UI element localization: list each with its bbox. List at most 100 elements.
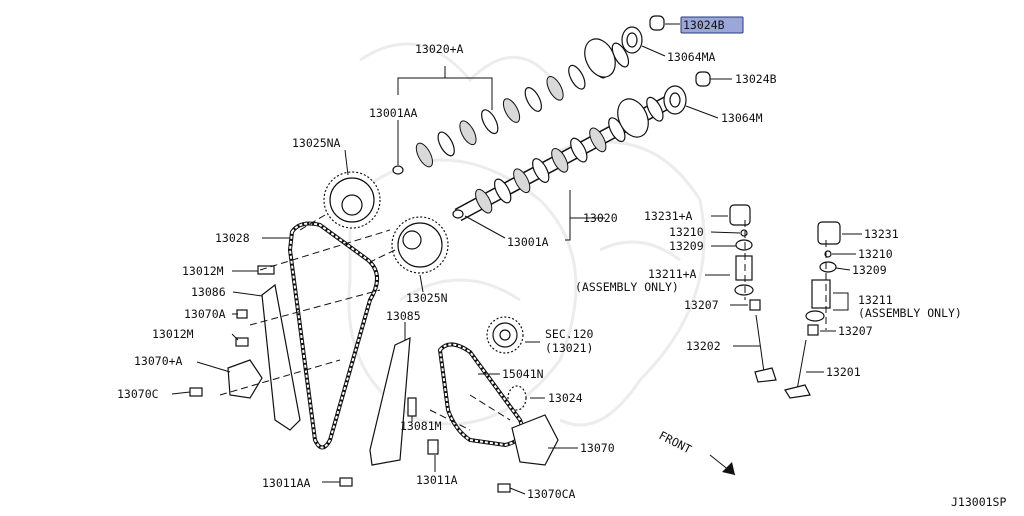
label-assembly-only-right: (ASSEMBLY ONLY) [858, 306, 962, 320]
cam-plug-13024B-top[interactable] [649, 15, 665, 31]
label-13210-left[interactable]: 13210 [669, 225, 704, 239]
label-13086[interactable]: 13086 [191, 285, 226, 299]
cam-upper-lobe [415, 142, 433, 168]
crank-sprocket-sec120[interactable] [486, 316, 524, 354]
cam-lower-lobe [513, 168, 531, 194]
label-13081M[interactable]: 13081M [400, 419, 442, 433]
alignment-lines [219, 214, 827, 431]
cam-upper-lobe [524, 87, 542, 112]
label-13207-right[interactable]: 13207 [838, 324, 873, 338]
highlight-13024B [680, 16, 744, 34]
label-assembly-only-left: (ASSEMBLY ONLY) [575, 280, 679, 294]
chain-guide-13085[interactable] [369, 337, 411, 466]
cam-plug-13024B[interactable] [695, 71, 711, 87]
front-label: FRONT [657, 428, 694, 456]
label-13211A[interactable]: 13211+A [648, 267, 697, 281]
cam-upper-lobe [568, 64, 586, 90]
front-arrow-icon [709, 454, 736, 476]
bolt-13070CA[interactable] [497, 483, 511, 493]
label-13231A[interactable]: 13231+A [644, 209, 693, 223]
valve-lifter-13231A[interactable] [729, 204, 751, 226]
signal-plate-13064M[interactable] [663, 85, 687, 115]
label-13085[interactable]: 13085 [386, 309, 421, 323]
label-13209-left[interactable]: 13209 [669, 239, 704, 253]
label-13207-left[interactable]: 13207 [684, 298, 719, 312]
bolt-13011AA[interactable] [339, 477, 353, 487]
spring-seat-13209-left[interactable] [735, 239, 753, 251]
cam-upper-lobe [437, 131, 455, 157]
cam-lower-lobe [551, 147, 569, 173]
label-13064M[interactable]: 13064M [721, 111, 763, 125]
label-13001AA[interactable]: 13001AA [369, 106, 418, 120]
camshaft-lower[interactable] [452, 93, 676, 222]
valve-seat-ring-left[interactable] [734, 284, 754, 296]
label-sec120[interactable]: SEC.120 [545, 327, 594, 341]
label-13020[interactable]: 13020 [583, 211, 618, 225]
chain-tensioner-13070[interactable] [511, 414, 559, 466]
label-13011AA[interactable]: 13011AA [262, 476, 311, 490]
valve-seal-13207-left[interactable] [749, 299, 761, 311]
cam-lower-lobe [570, 137, 588, 163]
valve-lifter-13231[interactable] [817, 221, 841, 245]
valve-spring-13211A[interactable] [735, 255, 753, 281]
chain-tensioner-13070A[interactable] [227, 359, 263, 399]
valve-13201[interactable] [784, 339, 811, 399]
cam-lower-lobe [532, 158, 550, 183]
bolt-13070C[interactable] [189, 387, 203, 397]
label-13001A[interactable]: 13001A [507, 235, 549, 249]
label-13020A[interactable]: 13020+A [415, 42, 464, 56]
slack-guide-13081M[interactable] [407, 397, 417, 417]
bolt-13012M-top[interactable] [257, 265, 275, 275]
label-13070CA[interactable]: 13070CA [527, 487, 576, 501]
label-13011A[interactable]: 13011A [416, 473, 458, 487]
valve-13202[interactable] [754, 314, 777, 383]
label-13209-right[interactable]: 13209 [852, 263, 887, 277]
cam-lower-lobe [494, 178, 512, 204]
cam-lower-lobe [589, 127, 607, 153]
cam-sprocket-13025NA[interactable] [323, 171, 381, 229]
valve-spring-13211[interactable] [811, 279, 831, 309]
label-13012M-top[interactable]: 13012M [182, 264, 224, 278]
label-13025N[interactable]: 13025N [406, 291, 448, 305]
cam-sprocket-13025N[interactable] [391, 216, 449, 274]
label-13024B-top[interactable]: 13024B [683, 18, 725, 32]
cam-lower-lobe [475, 188, 493, 214]
label-13028[interactable]: 13028 [215, 231, 250, 245]
label-13025NA[interactable]: 13025NA [292, 136, 341, 150]
label-13012M[interactable]: 13012M [152, 327, 194, 341]
bolt-13070A[interactable] [236, 309, 248, 319]
cam-upper-lobe [481, 109, 499, 135]
cam-upper-lobe [459, 120, 477, 146]
valve-seat-ring-right[interactable] [805, 310, 825, 322]
valve-seal-13207-right[interactable] [807, 324, 819, 336]
label-13024B[interactable]: 13024B [735, 72, 777, 86]
cam-lower-lobe [646, 96, 664, 122]
label-13231[interactable]: 13231 [864, 227, 899, 241]
timing-chain-13028[interactable] [287, 221, 379, 450]
retainer-13210-left[interactable] [740, 229, 748, 237]
camshaft-upper[interactable] [392, 34, 643, 175]
label-13064MA[interactable]: 13064MA [667, 50, 716, 64]
label-13070pA[interactable]: 13070+A [134, 354, 183, 368]
label-13201[interactable]: 13201 [826, 365, 861, 379]
bolt-13012M[interactable] [235, 337, 249, 347]
label-13070C[interactable]: 13070C [117, 387, 159, 401]
signal-plate-13064MA[interactable] [621, 26, 643, 54]
label-13210-right[interactable]: 13210 [858, 247, 893, 261]
label-sec120-sub: (13021) [545, 341, 593, 355]
chain-guide-13086[interactable] [261, 283, 301, 431]
label-13070A[interactable]: 13070A [184, 307, 226, 321]
label-13070[interactable]: 13070 [580, 441, 615, 455]
bolt-13011A[interactable] [427, 439, 439, 455]
spring-seat-13209-right[interactable] [819, 261, 837, 273]
samurai-helmet-watermark-icon [347, 42, 706, 427]
diagram-id: J13001SP [951, 495, 1006, 509]
part-labels: 13024B 13064MA 13024B 13064M 13020+A 130… [117, 18, 1006, 509]
idler-sprocket-13024[interactable] [507, 385, 527, 411]
cam-upper-lobe [502, 98, 521, 123]
label-13024[interactable]: 13024 [548, 391, 583, 405]
label-13202[interactable]: 13202 [686, 339, 721, 353]
label-13211[interactable]: 13211 [858, 293, 893, 307]
label-15041N[interactable]: 15041N [502, 367, 544, 381]
